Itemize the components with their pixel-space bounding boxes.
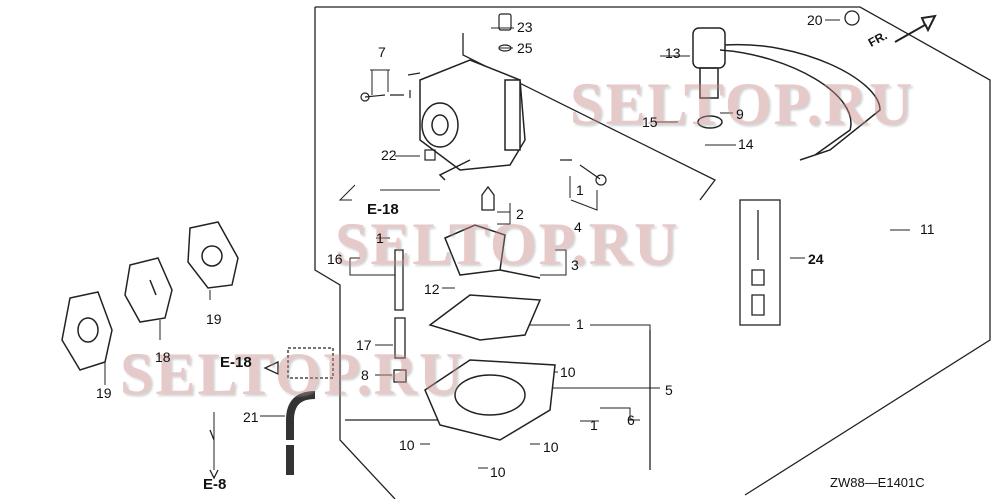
callout-10: 10: [490, 464, 506, 480]
screws: [360, 13, 607, 186]
hose-clip-box: [287, 347, 334, 379]
watermark: SELTOP.RU: [120, 341, 465, 407]
callout-10: 10: [543, 439, 559, 455]
callout-24: 24: [808, 251, 824, 267]
watermark: SELTOP.RU: [570, 71, 915, 137]
callout-1: 1: [376, 230, 384, 246]
callout-10: 10: [399, 437, 415, 453]
carb-subgroup-boundary: [462, 33, 716, 201]
choke-solenoid: [692, 27, 881, 161]
callout-15: 15: [642, 114, 658, 130]
leader-lines: [104, 19, 910, 470]
ref-e18-top[interactable]: E-18: [367, 201, 399, 218]
callout-16: 16: [327, 251, 343, 267]
callout-1: 1: [576, 182, 584, 198]
callout-23: 23: [517, 19, 533, 35]
diagram-code: ZW88—E1401C: [830, 475, 925, 490]
callout-1: 1: [576, 316, 584, 332]
callout-21: 21: [243, 409, 259, 425]
carburetor-body: [419, 59, 526, 181]
callout-3: 3: [571, 257, 579, 273]
callout-19: 19: [206, 311, 222, 327]
ref-e8[interactable]: E-8: [203, 476, 227, 493]
callout-7: 7: [378, 44, 386, 60]
callout-6: 6: [627, 412, 635, 428]
callout-9: 9: [736, 106, 744, 122]
jets: [393, 185, 495, 383]
callout-2: 2: [516, 206, 524, 222]
arrow-e18: [263, 360, 279, 376]
callout-18: 18: [155, 349, 171, 365]
float-bowl: [424, 224, 556, 441]
fr-arrow: [894, 14, 937, 43]
callout-4: 4: [574, 219, 582, 235]
insulator-gaskets: [61, 221, 239, 371]
callout-10: 10: [560, 364, 576, 380]
fuel-hose: [286, 391, 316, 440]
clamp: [844, 10, 860, 26]
callout-17: 17: [356, 337, 372, 353]
callout-25: 25: [517, 40, 533, 56]
needle-set-box: [739, 199, 781, 326]
callout-22: 22: [381, 147, 397, 163]
callout-1: 1: [590, 417, 598, 433]
ref-e18-left[interactable]: E-18: [220, 354, 252, 371]
callout-20: 20: [807, 12, 823, 28]
callout-14: 14: [738, 136, 754, 152]
callout-13: 13: [665, 45, 681, 61]
callout-5: 5: [665, 382, 673, 398]
assembly-boundary: [314, 6, 991, 499]
callout-19: 19: [96, 385, 112, 401]
callout-8: 8: [361, 367, 369, 383]
callout-12: 12: [424, 281, 440, 297]
watermark: SELTOP.RU: [335, 211, 680, 277]
callout-11: 11: [920, 221, 935, 237]
